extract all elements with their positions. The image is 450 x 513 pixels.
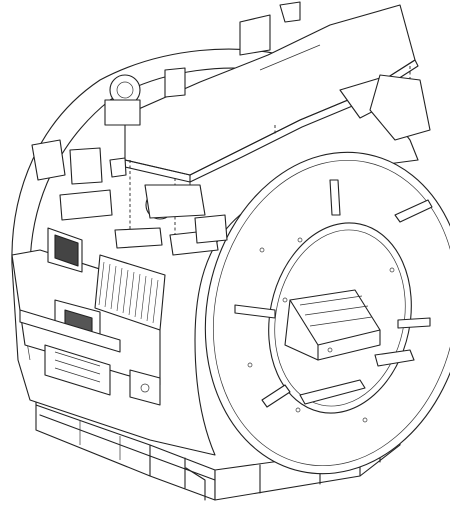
heat-sink-fins [98,261,159,324]
ring-brackets [234,179,433,408]
top-cover [124,1,419,183]
ring-fasteners [247,237,395,423]
upper-fittings [104,14,431,220]
inner-tray [284,289,381,361]
control-panel [11,227,166,406]
side-mounts [31,139,228,256]
